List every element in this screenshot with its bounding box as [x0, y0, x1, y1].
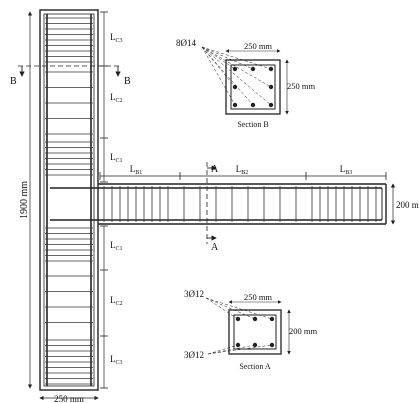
cut-a-label-bottom: A: [211, 242, 219, 253]
section-a-bottom-rebar-label: 3Ø12: [184, 350, 204, 360]
column-ties: [45, 17, 93, 385]
column-outline: [39, 9, 99, 391]
beam-zone-label: LB3: [340, 164, 353, 176]
column-stirrup-cage: [43, 13, 95, 387]
section-a-height-label: 200 mm: [289, 326, 317, 336]
section-cut-b: B B: [10, 65, 131, 87]
beam-stirrups: [103, 186, 377, 222]
column-zone-label: LC3: [110, 354, 123, 366]
section-b-tie: [230, 64, 276, 110]
column-height-label: 1900 mm: [19, 181, 30, 219]
column-zone-label: LC1: [110, 240, 123, 252]
section-b-title: Section B: [237, 120, 268, 129]
beam-depth-label: 200 mm: [396, 200, 419, 210]
section-a-outline: [228, 309, 282, 355]
section-b-width-label: 250 mm: [244, 41, 272, 51]
section-a-detail: 3Ø12 3Ø12 250 mm 200 mm Section A: [184, 289, 317, 371]
column-width-label: 250 mm: [54, 394, 84, 403]
column-width-dimension: 250 mm: [39, 394, 99, 403]
beam-depth-dimension: 200 mm: [390, 183, 419, 225]
section-a-title: Section A: [239, 362, 271, 371]
column: [39, 9, 99, 391]
section-cut-a: A A: [206, 162, 219, 253]
beam-zone-label: LB1: [130, 164, 143, 176]
section-a-top-rebar-label: 3Ø12: [184, 289, 204, 299]
column-zone-label: LC2: [110, 295, 123, 307]
section-a-stirrup: [233, 314, 277, 350]
section-b-height-label: 250 mm: [287, 81, 315, 91]
beam-zone-label: LB2: [236, 164, 249, 176]
section-b-outline: [225, 59, 281, 115]
column-zone-label: LC3: [110, 32, 123, 44]
cut-a-label-top: A: [211, 164, 219, 175]
column-height-dimension: 1900 mm: [19, 11, 33, 389]
beam-zone-dimensions: LB1 LB2 LB3: [99, 164, 387, 180]
section-a-width-label: 250 mm: [244, 292, 272, 302]
cut-b-label-right: B: [124, 76, 131, 87]
column-zone-label: LC1: [110, 152, 123, 164]
beam: [50, 183, 387, 225]
section-b-detail: 8Ø14 250 mm 250 mm Section B: [176, 38, 315, 129]
column-zone-label: LC2: [110, 92, 123, 104]
cut-b-label-left: B: [10, 76, 17, 87]
section-b-rebar-label: 8Ø14: [176, 38, 196, 48]
